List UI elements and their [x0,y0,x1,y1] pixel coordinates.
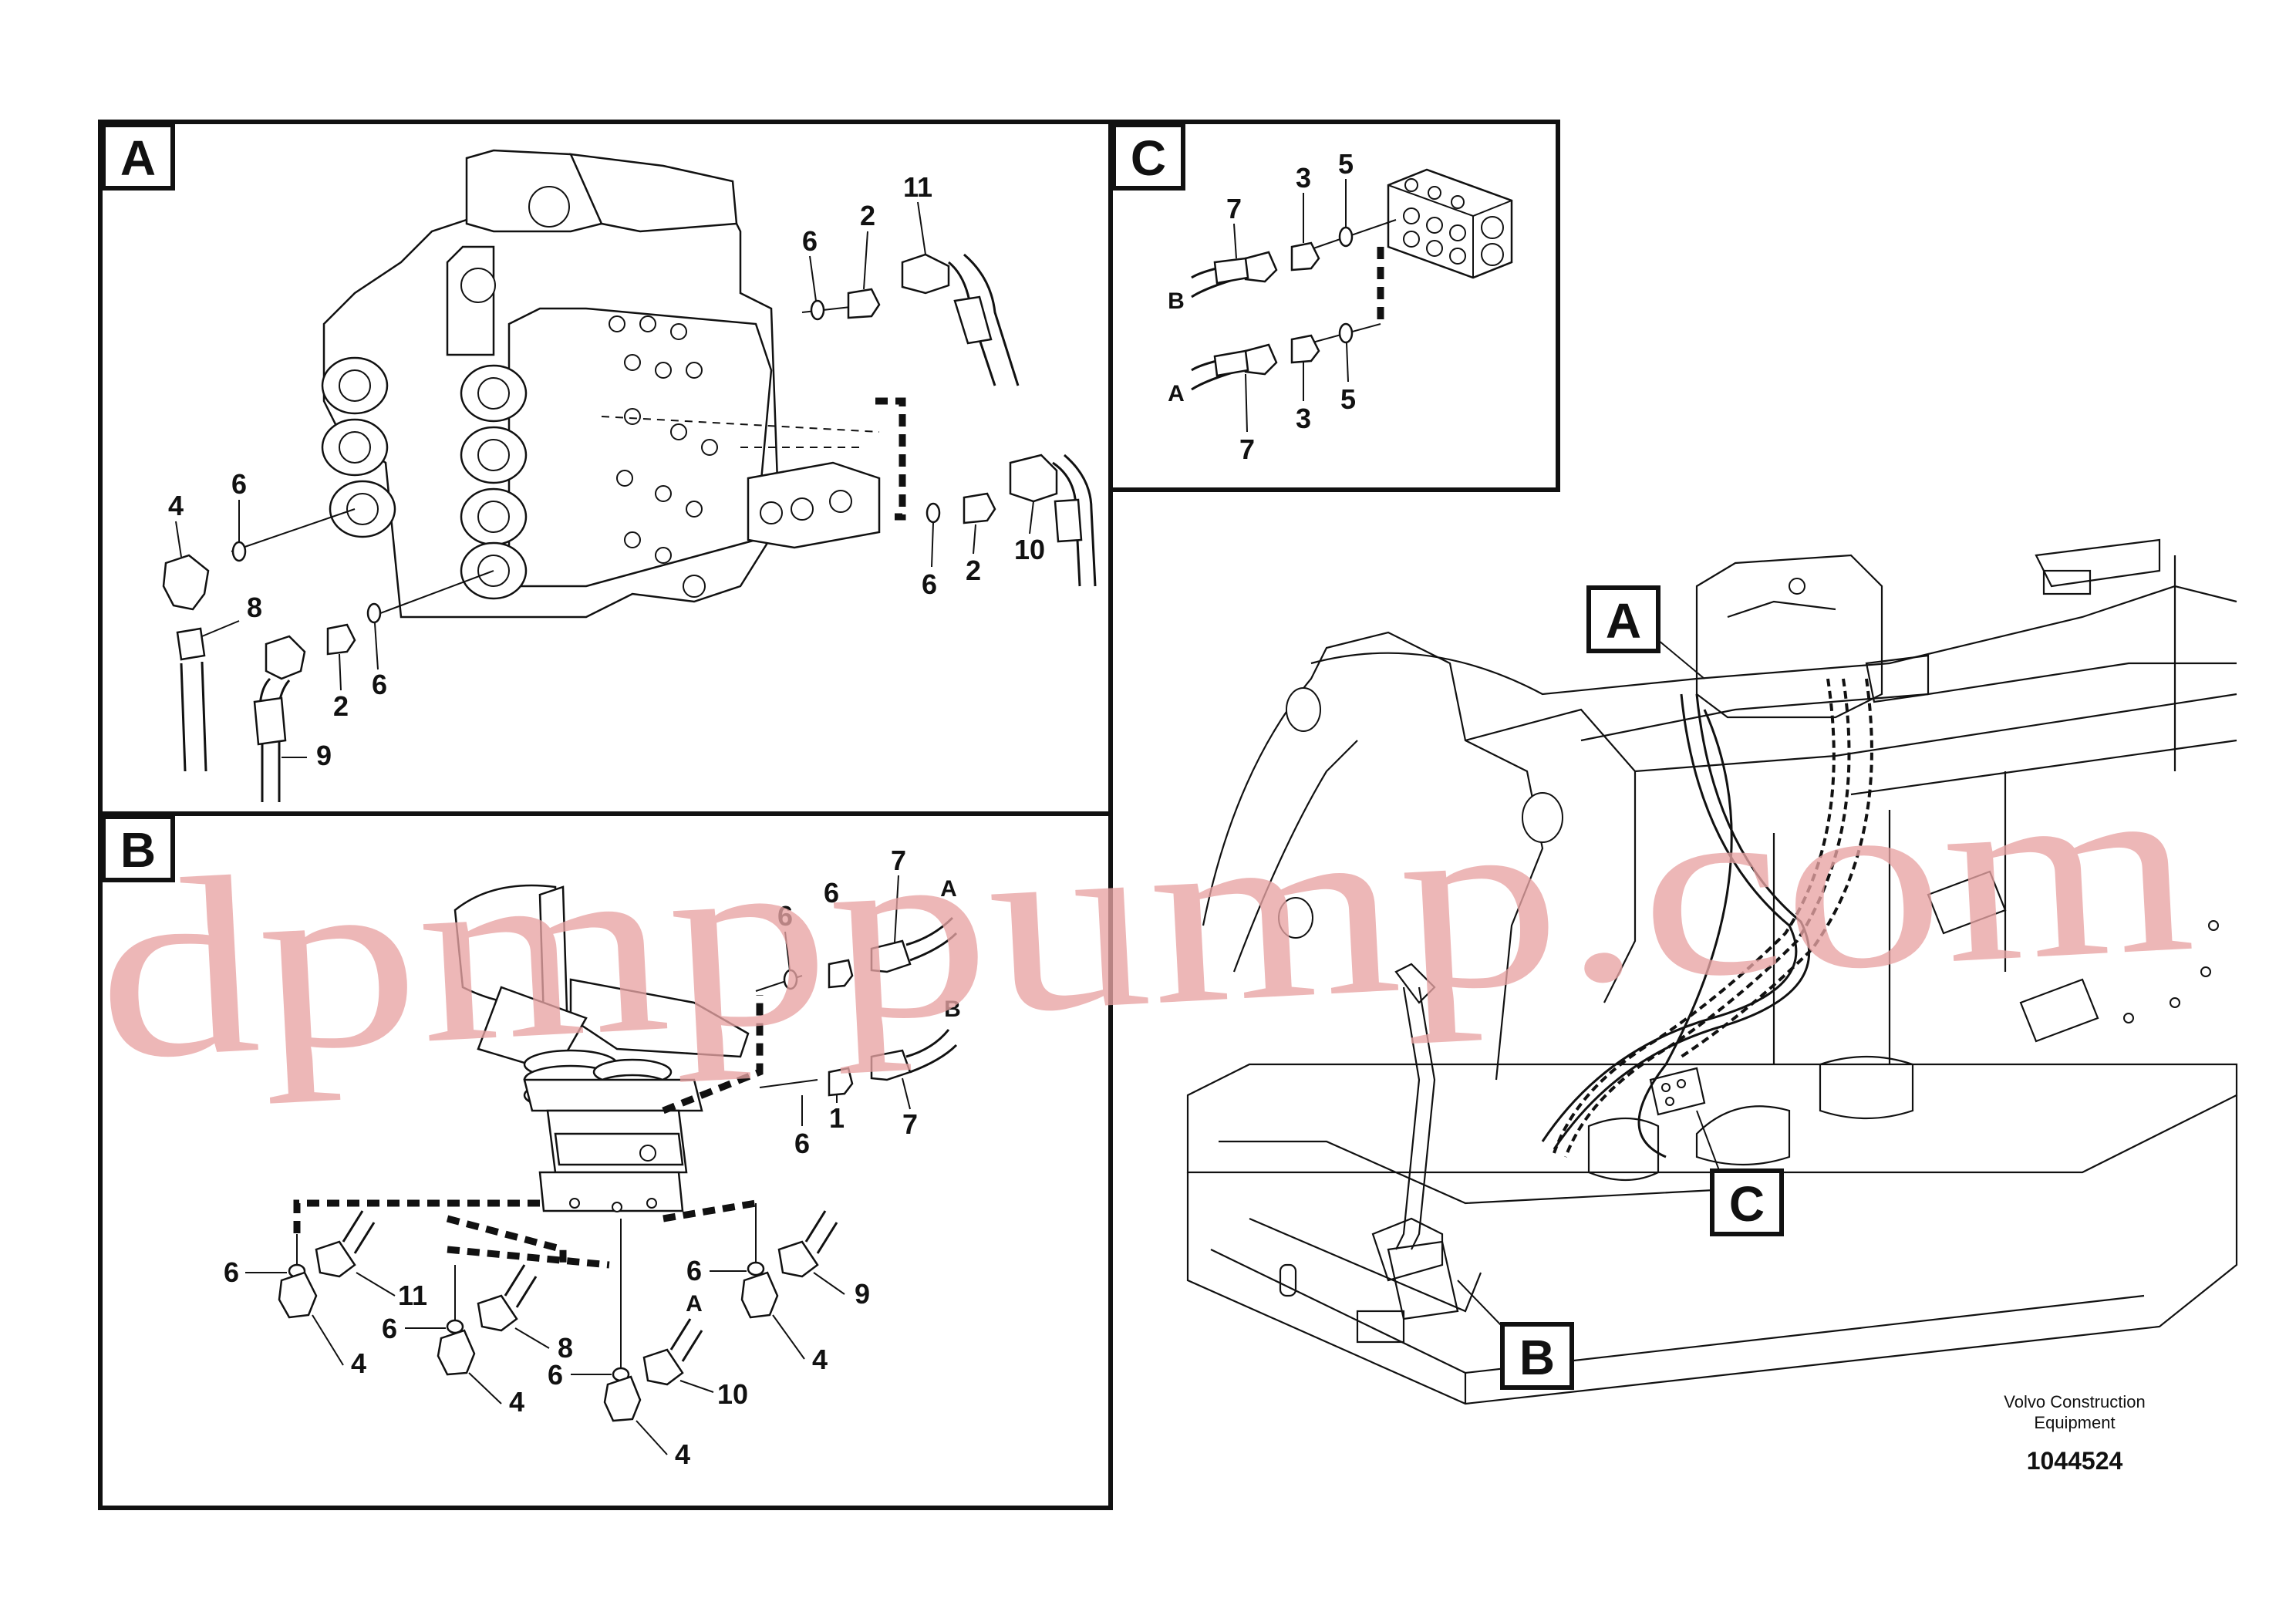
callout-a-2c: 2 [966,555,981,586]
callout-b-8: 8 [558,1332,573,1364]
callout-a-2: 2 [860,200,875,231]
callout-b-4: 4 [351,1347,366,1379]
callout-a-2b: 2 [333,690,349,722]
callout-a-6c: 6 [372,669,387,700]
callout-a-6d: 6 [922,568,937,600]
document-number: 1044524 [2027,1447,2123,1475]
valve-ports [609,315,718,598]
pedal-valve-illustration [453,884,750,1212]
callout-c-A: A [1168,381,1185,406]
callout-b-7: 7 [891,845,906,876]
panel-b-callouts: 7 A 6 6 B 6 1 7 6 11 4 6 8 4 A 6 [224,845,961,1470]
callout-b-4c: 4 [675,1438,690,1470]
panel-c: C 7 3 [1108,120,1560,492]
panel-c-callouts: 7 3 5 B A 7 3 5 [1168,148,1356,465]
overview-label-b-box [1500,1322,1574,1390]
callout-c-7b: 7 [1239,433,1255,465]
callout-c-B: B [1168,288,1185,314]
callout-b-6d: 6 [224,1256,239,1288]
callout-b-1: 1 [829,1102,845,1134]
footer: Volvo Construction Equipment 1044524 [2004,1392,2145,1475]
overview-label-c-box [1710,1168,1784,1236]
brand-line-1: Volvo Construction [2004,1392,2145,1411]
panel-a-fittings [162,253,1097,802]
panel-a-label: A [120,130,156,186]
watermark: dpmppump.com [90,723,2200,1114]
callout-b-10: 10 [717,1378,748,1410]
callout-c-3: 3 [1296,162,1311,194]
overview-label-c: C [1729,1176,1765,1232]
callout-a-11: 11 [903,171,932,203]
panel-a-label-box [101,123,175,191]
callout-b-B: B [944,996,961,1022]
callout-c-5: 5 [1338,148,1354,180]
callout-a-6: 6 [802,225,818,257]
callout-b-6b: 6 [824,877,839,909]
panel-c-parts [1191,168,1513,391]
callout-b-7b: 7 [902,1108,918,1140]
panel-a: A [98,120,1113,816]
callout-b-6e: 6 [382,1313,397,1344]
callout-a-4: 4 [168,490,184,521]
callout-b-6c: 6 [794,1128,810,1159]
callout-c-5b: 5 [1340,383,1356,415]
panel-c-label-box [1111,123,1185,191]
callout-a-8: 8 [247,592,262,623]
callout-c-7: 7 [1226,193,1242,224]
panel-b-label-box [101,814,175,882]
callout-c-3b: 3 [1296,403,1311,434]
callout-b-9: 9 [855,1278,870,1310]
overview-label-b: B [1519,1330,1555,1385]
brand-line-2: Equipment [2034,1413,2115,1432]
callout-b-4b: 4 [509,1386,524,1418]
callout-a-9: 9 [316,740,332,771]
overview-label-a: A [1606,593,1641,649]
control-valve-illustration [321,149,881,619]
callout-b-11: 11 [398,1280,427,1311]
panel-c-label: C [1131,130,1166,186]
overview-labels: A C B [1457,585,1784,1390]
callout-b-A: A [940,876,957,902]
callout-b-A2: A [686,1291,703,1317]
panel-b: B [98,811,1113,1510]
callout-a-10: 10 [1014,534,1045,565]
callout-a-6b: 6 [231,468,247,500]
panel-b-label: B [120,822,156,878]
overview-label-a-box [1586,585,1660,653]
callout-b-6g: 6 [686,1255,702,1286]
machine-frame-overview [1186,538,2238,1405]
callout-b-4d: 4 [812,1344,828,1375]
callout-b-6: 6 [777,900,793,932]
panel-a-callouts: 11 2 6 6 4 8 2 6 9 6 2 10 [168,171,1045,771]
callout-b-6f: 6 [548,1359,563,1391]
panel-b-hoses [278,916,958,1422]
